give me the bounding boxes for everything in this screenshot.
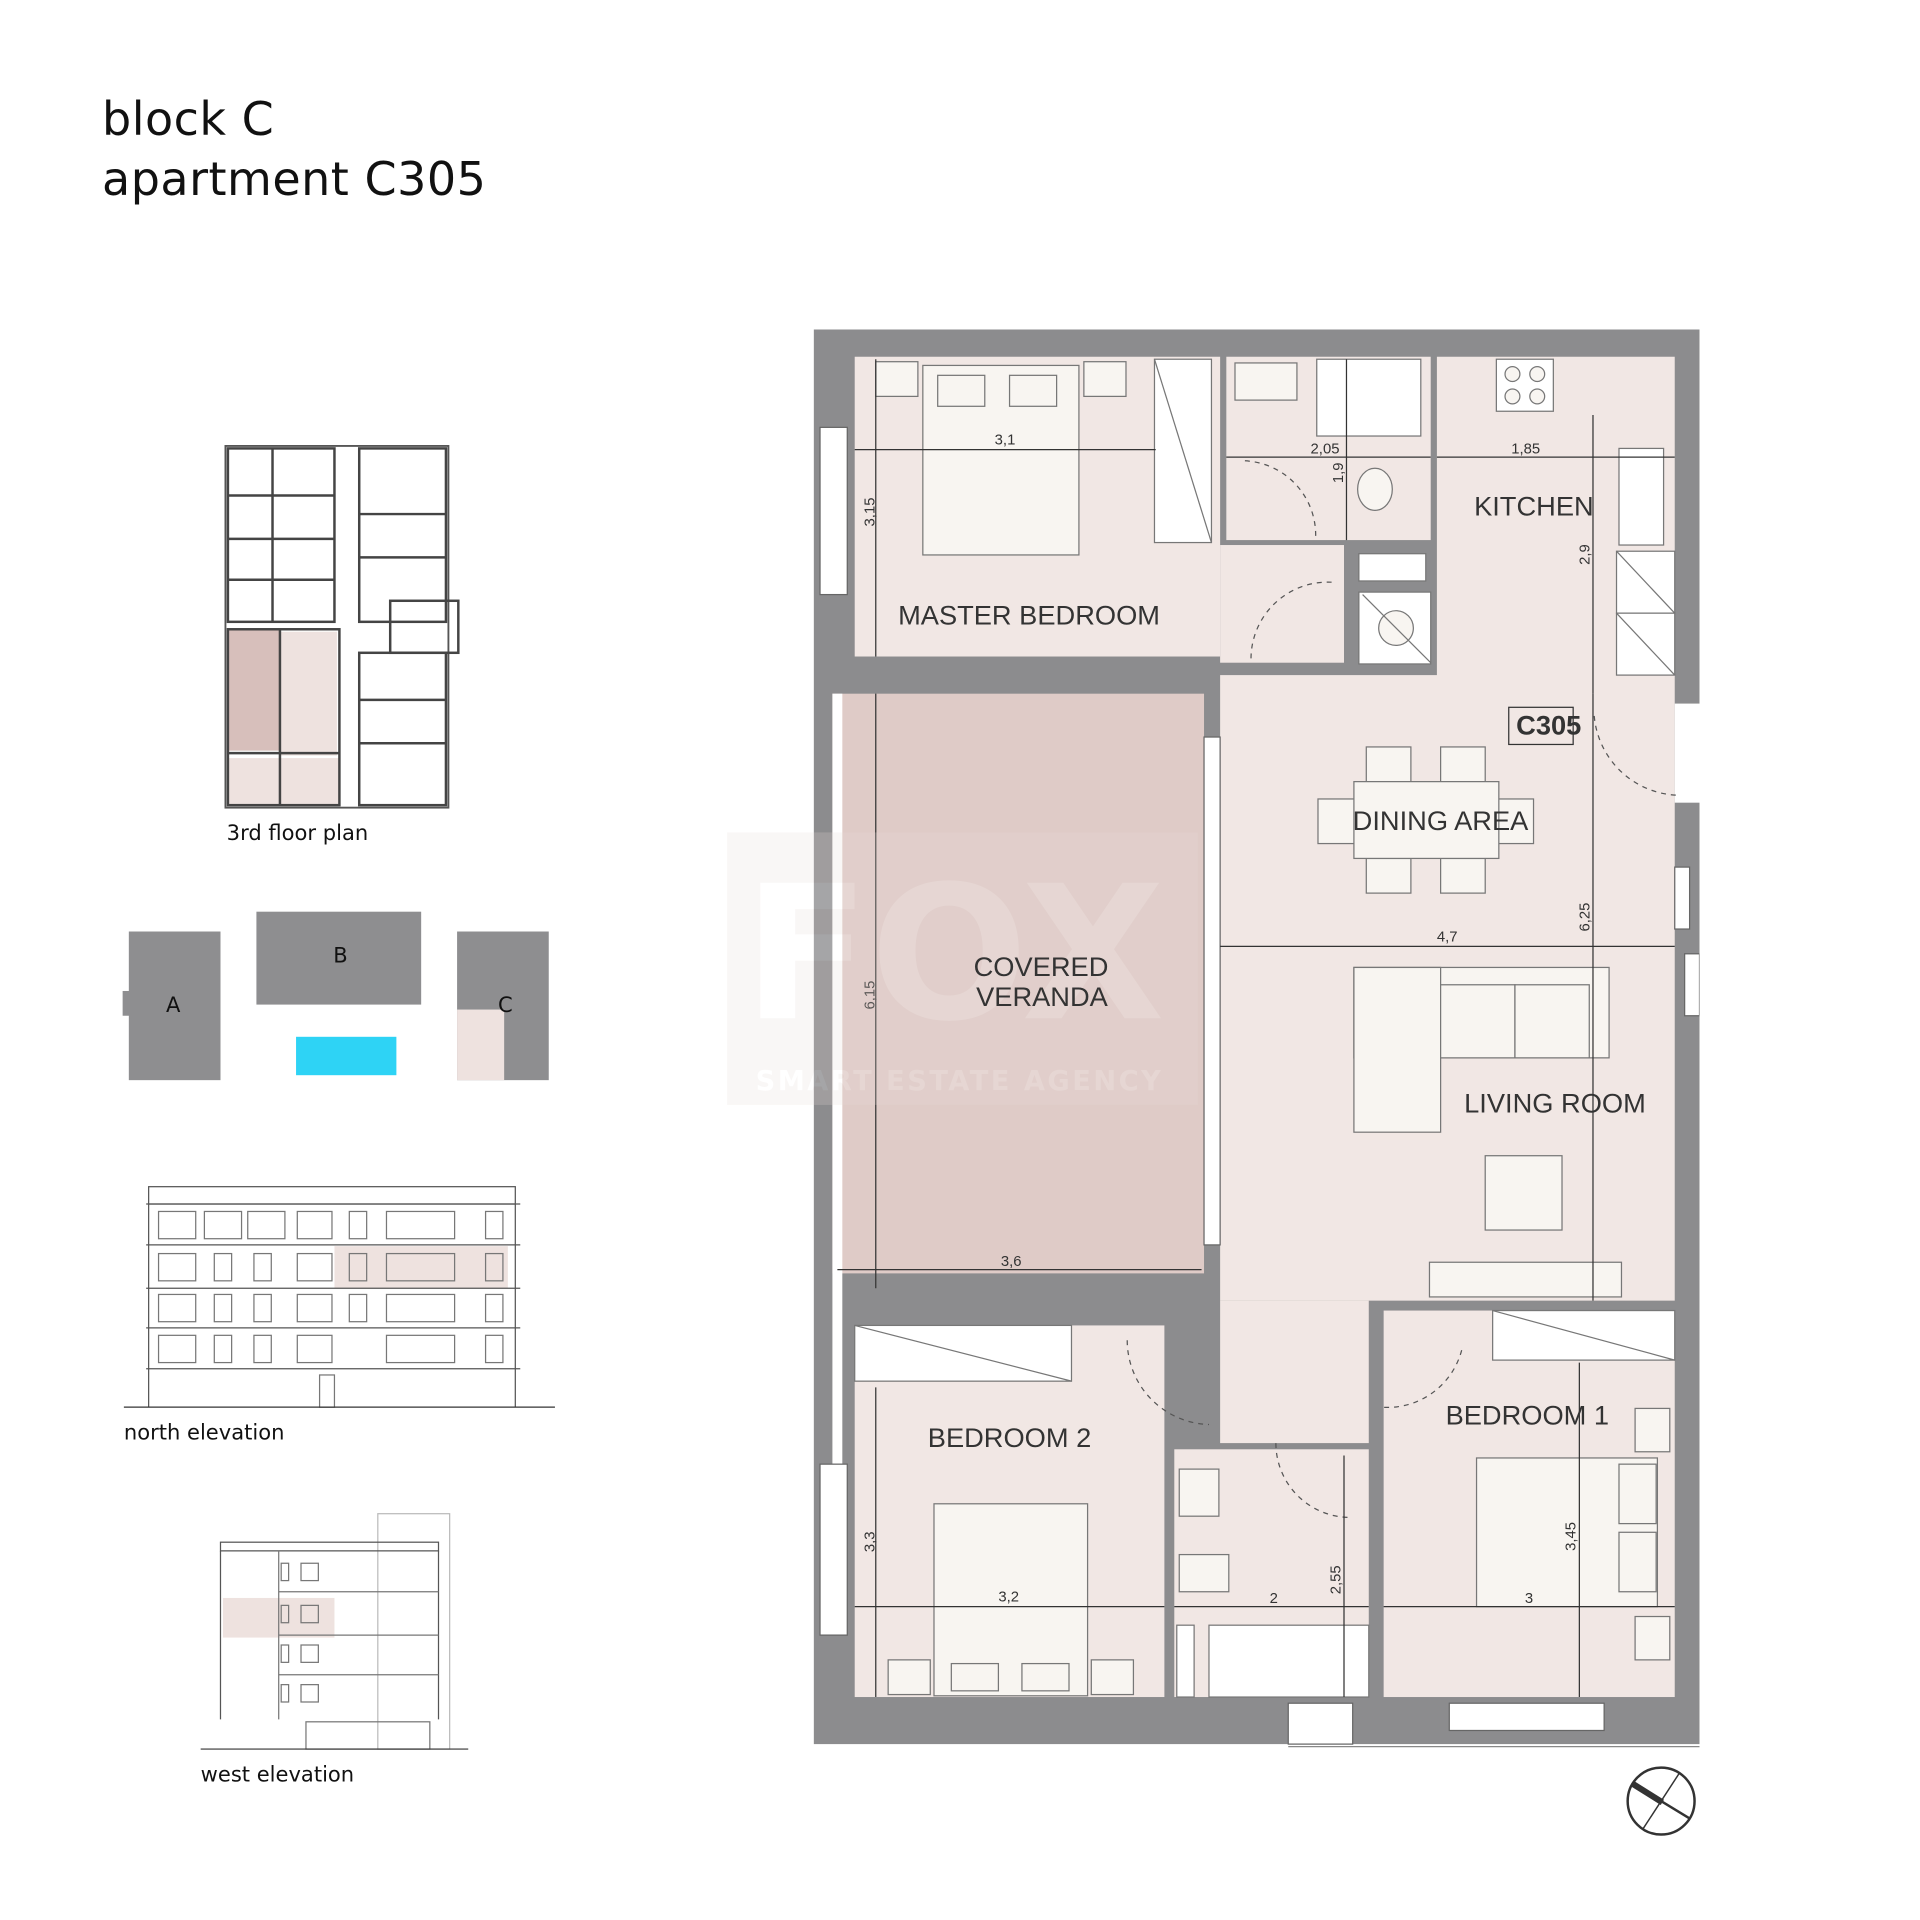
room-label-kitchen: KITCHEN: [1474, 490, 1594, 521]
dim-bath-width: 2,05: [1311, 441, 1340, 457]
west-elevation-caption: west elevation: [201, 1761, 354, 1786]
door-swings: [1126, 460, 1679, 1519]
dim-bath2-height: 2,55: [1328, 1565, 1344, 1594]
north-arrow-icon: [1626, 1766, 1696, 1836]
room-label-veranda: VERANDA: [976, 981, 1109, 1012]
dim-master-width: 3,1: [995, 433, 1016, 449]
dim-bed1-height: 3,45: [1564, 1522, 1580, 1551]
block-title: block C: [102, 92, 275, 146]
west-elevation: [200, 1513, 469, 1750]
dim-bath-height: 1,9: [1331, 462, 1347, 483]
pool-shape: [296, 1036, 397, 1076]
room-label-bedroom-1: BEDROOM 1: [1446, 1400, 1610, 1431]
watermark: FOX SMART ESTATE AGENCY: [727, 832, 1198, 1105]
apartment-highlight: [457, 1009, 505, 1081]
dim-bed2-height: 3,3: [863, 1531, 879, 1552]
room-label-bedroom-2: BEDROOM 2: [928, 1422, 1092, 1453]
dim-bed2-width: 3,2: [998, 1590, 1019, 1606]
block-a-label: A: [166, 992, 181, 1017]
watermark-tagline: SMART ESTATE AGENCY: [756, 1066, 1164, 1097]
unit-tag-box: [1508, 706, 1574, 746]
apartment-floor-plan: 3,1 3,15 2,05 1,9 1,85 2,9 4,7 6,25 3,6 …: [727, 329, 1712, 1755]
dimension-lines: [837, 359, 1675, 1698]
block-a-shape: [128, 931, 221, 1081]
apartment-title: apartment C305: [102, 152, 487, 206]
block-b-label: B: [333, 942, 347, 967]
unit-tag: C305: [1516, 710, 1581, 741]
room-label-master-bedroom: MASTER BEDROOM: [898, 599, 1160, 630]
block-b-shape: [256, 911, 422, 1005]
north-elevation: [123, 1186, 555, 1408]
dim-master-height: 3,15: [863, 498, 879, 527]
room-label-covered: COVERED: [974, 951, 1109, 982]
dim-bed1-width: 3: [1525, 1591, 1533, 1607]
dimension-labels: 3,1 3,15 2,05 1,9 1,85 2,9 4,7 6,25 3,6 …: [863, 433, 1594, 1607]
block-c-label: C: [498, 992, 513, 1017]
site-key-plan: A B C: [122, 911, 549, 1081]
hallway-area: [1220, 1300, 1369, 1444]
north-elevation-caption: north elevation: [124, 1419, 285, 1444]
covered-veranda-area: [832, 693, 1205, 1274]
third-floor-key-plan: 3rd floor plan: [224, 445, 460, 845]
dim-living-width: 4,7: [1437, 929, 1458, 945]
dim-kitchen-height: 2,9: [1577, 544, 1593, 565]
floor-plan-caption: 3rd floor plan: [227, 820, 369, 845]
dim-veranda-height: 6,15: [863, 981, 879, 1010]
furniture: [854, 358, 1676, 1698]
room-label-dining-area: DINING AREA: [1353, 805, 1529, 836]
dim-veranda-width: 3,6: [1001, 1254, 1022, 1270]
dim-living-height: 6,25: [1577, 903, 1593, 932]
watermark-logo: FOX: [743, 846, 1164, 1062]
dim-kitchen-width: 1,85: [1511, 441, 1540, 457]
dim-bath2-width: 2: [1270, 1591, 1278, 1607]
room-label-living-room: LIVING ROOM: [1464, 1087, 1646, 1118]
